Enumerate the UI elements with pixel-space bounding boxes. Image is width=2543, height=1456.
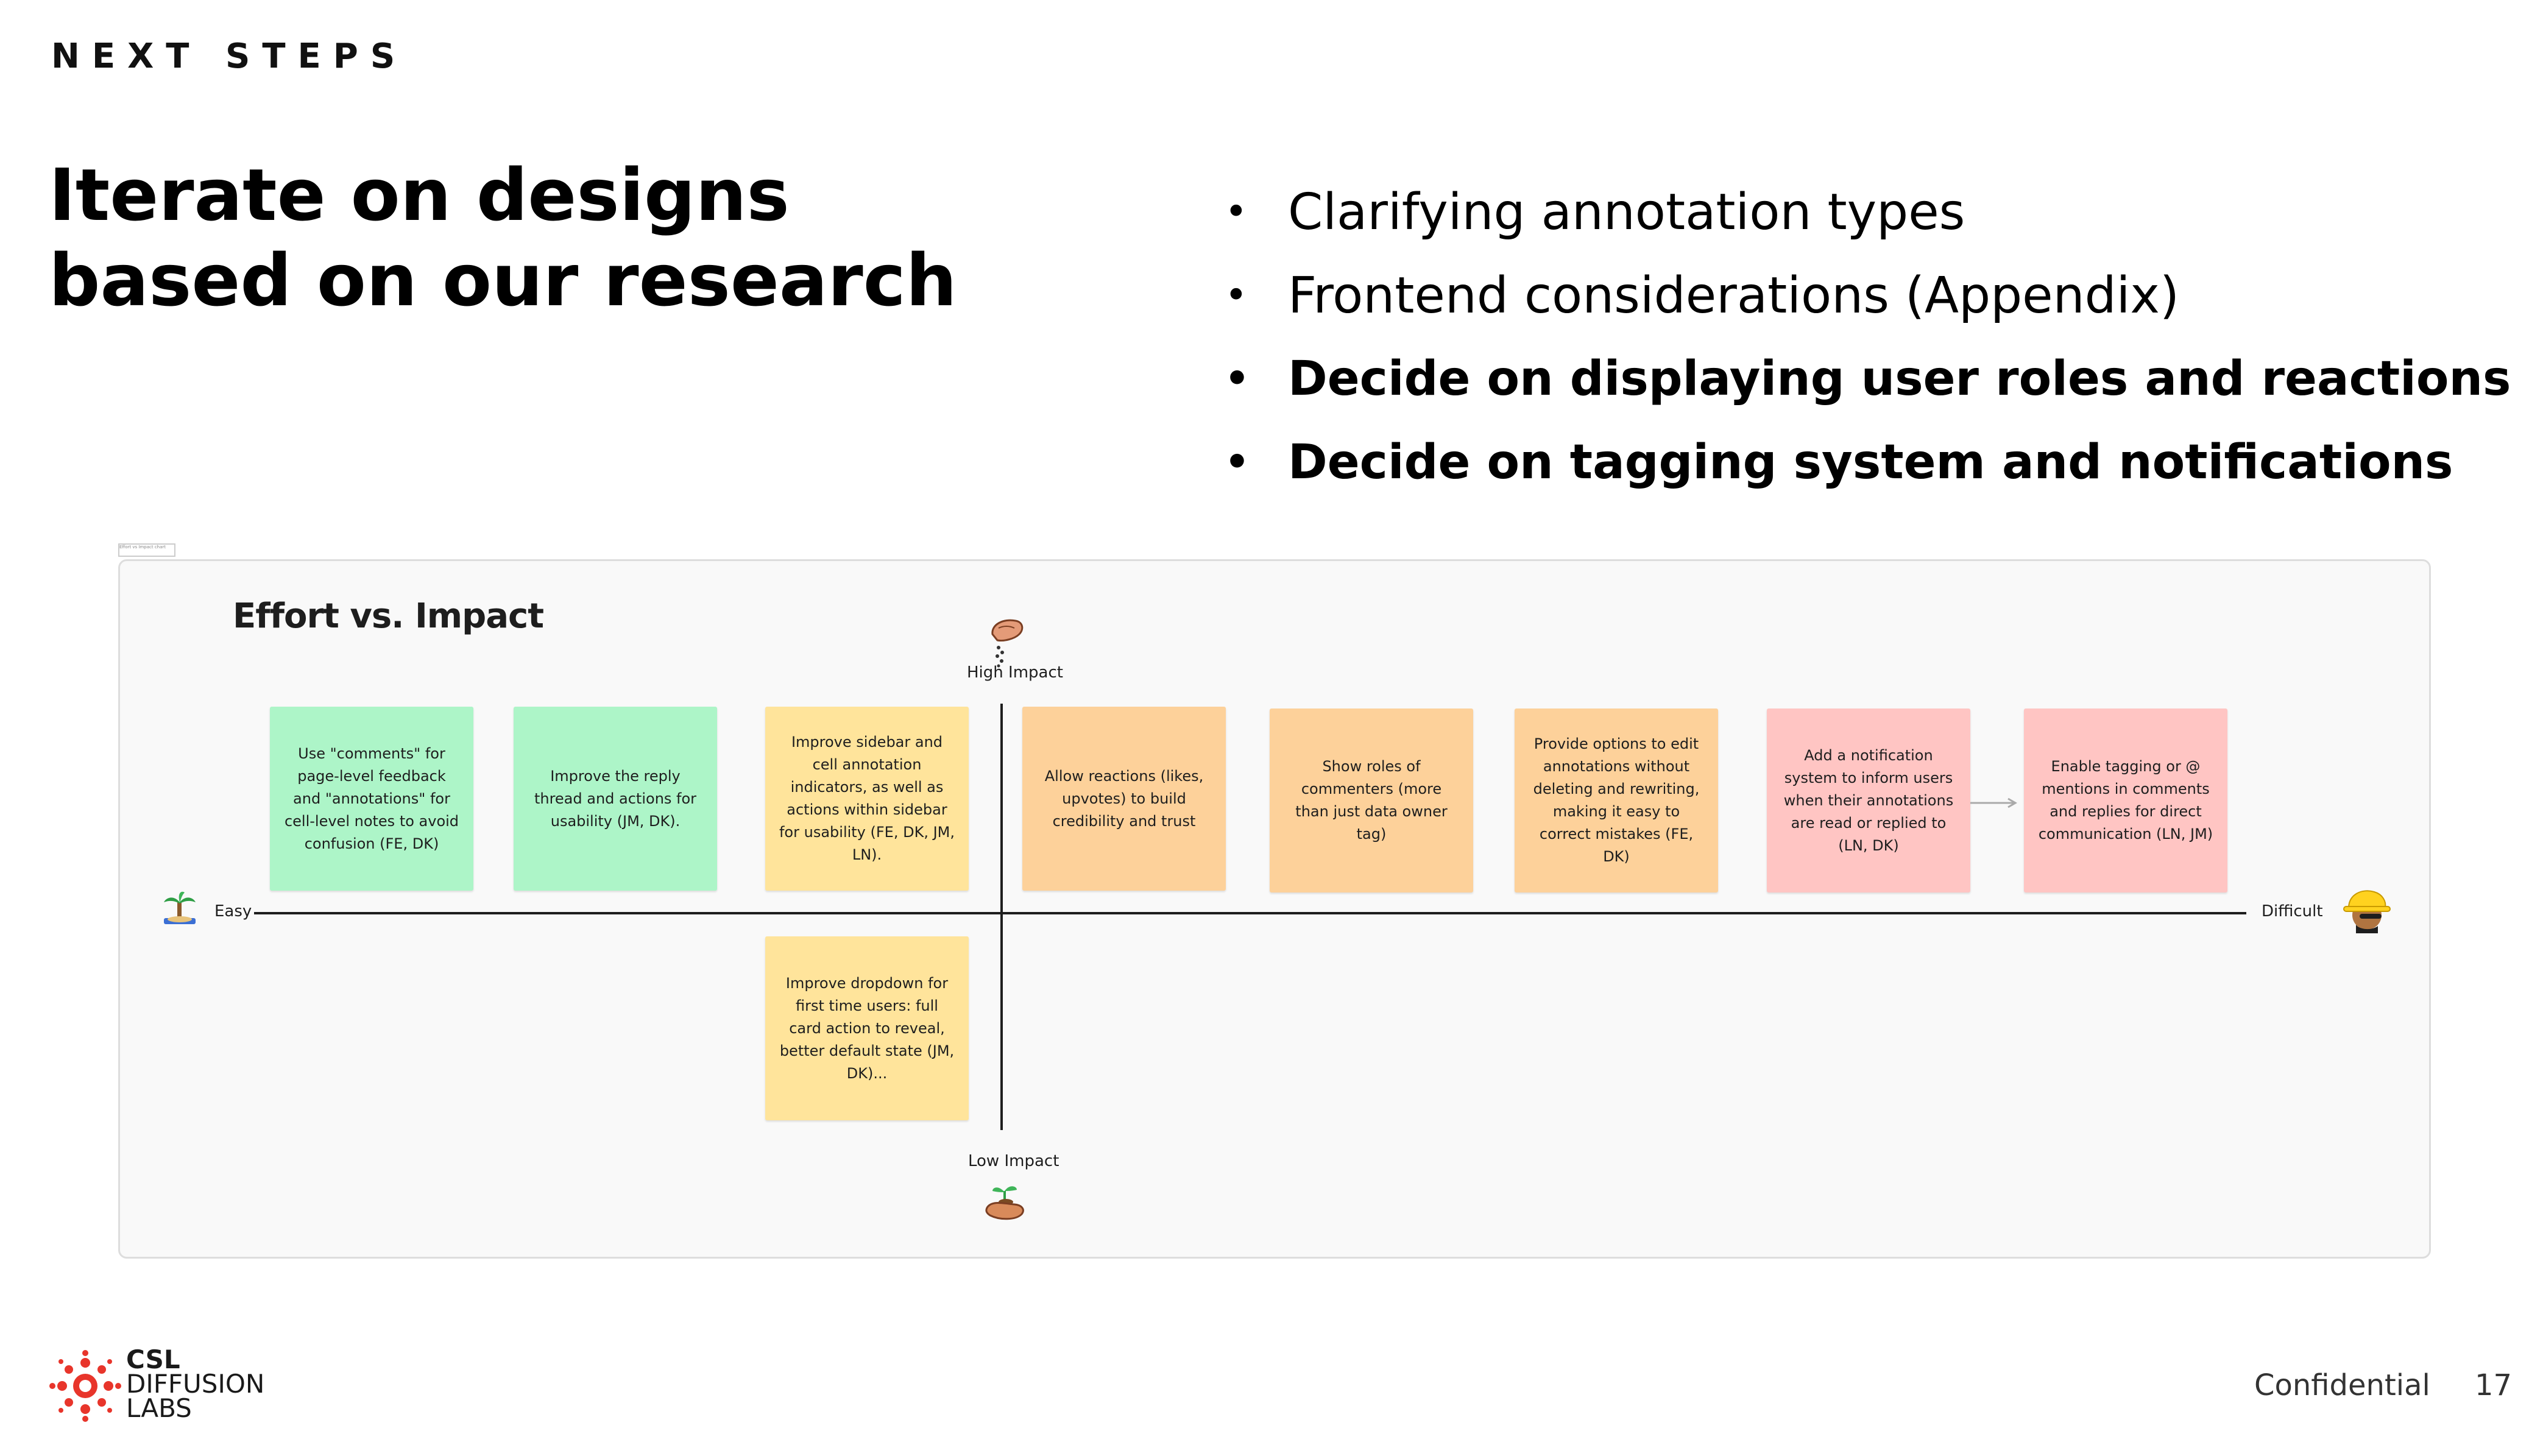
bullet-item: Clarifying annotation types (1225, 171, 2504, 254)
desert-island-icon (164, 891, 196, 924)
bullet-item: Decide on displaying user roles and reac… (1225, 337, 2511, 421)
logo-line: CSL (126, 1345, 180, 1374)
sticky-note[interactable]: Allow reactions (likes, upvotes) to buil… (1022, 707, 1226, 891)
effort-impact-board: Effort vs. Impact High Impact Easy Diffi… (118, 559, 2431, 1259)
connector-arrow (1970, 797, 2017, 808)
board-title: Effort vs. Impact (233, 596, 544, 636)
easy-label: Easy (214, 902, 252, 921)
sticky-note[interactable]: Improve sidebar and cell annotation indi… (765, 707, 969, 891)
title-line-1: Iterate on designs (49, 153, 790, 237)
construction-worker-icon (2343, 890, 2391, 933)
sticky-note[interactable]: Improve the reply thread and actions for… (514, 707, 717, 891)
logo-line: DIFFUSION (126, 1369, 265, 1399)
sticky-note[interactable]: Provide options to edit annotations with… (1515, 709, 1718, 892)
sticky-note[interactable]: Enable tagging or @ mentions in comments… (2024, 709, 2227, 892)
hand-with-seedling-icon (985, 1186, 1024, 1220)
sticky-note[interactable]: Improve dropdown for first time users: f… (765, 936, 969, 1120)
high-impact-label: High Impact (967, 663, 1063, 682)
csl-logo-icon (49, 1350, 121, 1422)
next-steps-list: Clarifying annotation types Frontend con… (1225, 171, 2511, 504)
sticky-note[interactable]: Use "comments" for page-level feedback a… (270, 707, 473, 891)
sticky-note[interactable]: Show roles of commenters (more than just… (1270, 709, 1473, 892)
company-logo-text: CSL DIFFUSION LABS (126, 1345, 265, 1423)
impact-axis (1000, 704, 1003, 1130)
board-frame-tag: Effort vs Impact chart (118, 543, 175, 557)
sticky-note[interactable]: Add a notification system to inform user… (1767, 709, 1970, 892)
low-impact-label: Low Impact (968, 1152, 1059, 1170)
bullet-item: Frontend considerations (Appendix) (1225, 254, 2504, 337)
page-number: 17 (2475, 1368, 2513, 1402)
bullet-item: Decide on tagging system and notificatio… (1225, 421, 2504, 504)
page-title: Iterate on designs based on our research (49, 152, 1024, 323)
title-line-2: based on our research (49, 238, 957, 322)
confidential-label: Confidential (2254, 1368, 2430, 1402)
logo-line: LABS (126, 1393, 192, 1423)
effort-axis (254, 912, 2246, 914)
hand-sowing-seeds-icon (991, 619, 1024, 668)
difficult-label: Difficult (2262, 902, 2323, 921)
eyebrow-label: NEXT STEPS (51, 37, 408, 76)
